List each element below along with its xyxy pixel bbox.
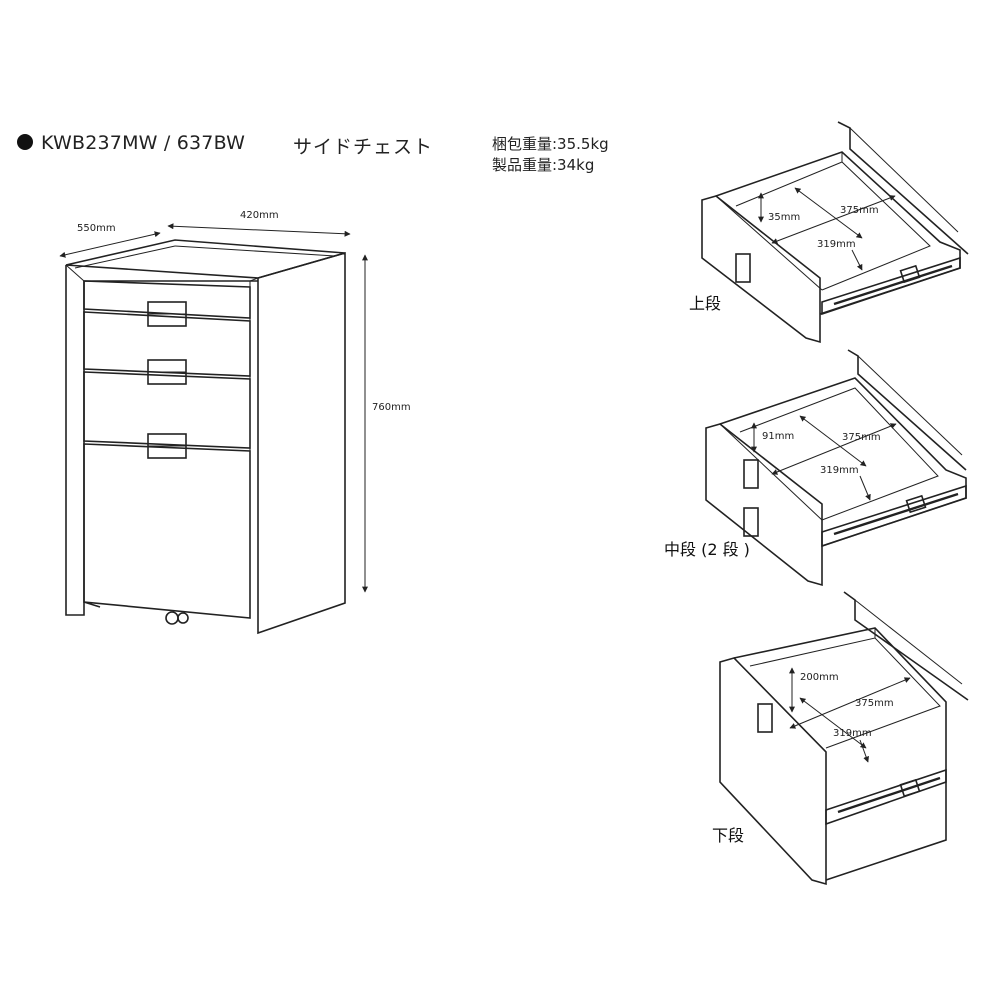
chest-width-label: 420mm: [240, 210, 279, 221]
chest-height-label: 760mm: [372, 402, 411, 413]
drawer-bottom-label: 下段: [712, 826, 745, 845]
model-number-text: KWB237MW / 637BW: [41, 132, 246, 154]
weight-info: 梱包重量:35.5kg 製品重量:34kg: [492, 134, 609, 176]
drawer-bottom-depth-label: 375mm: [855, 698, 894, 709]
drawer-middle-width-label: 319mm: [820, 465, 859, 476]
drawer-middle-height-label: 91mm: [762, 431, 795, 442]
model-number: KWB237MW / 637BW: [17, 132, 245, 154]
product-name: サイドチェスト: [293, 136, 434, 158]
chest-illustration: [59, 223, 368, 635]
drawer-top-label: 上段: [689, 294, 722, 313]
drawer-top-depth-label: 375mm: [840, 205, 879, 216]
drawer-bottom-height-label: 200mm: [800, 672, 839, 683]
product-weight: 製品重量:34kg: [492, 156, 595, 174]
drawer-middle-depth-label: 375mm: [842, 432, 881, 443]
drawer-middle-illustration: [705, 349, 967, 587]
chest-depth-label: 550mm: [77, 223, 116, 234]
drawer-top-width-label: 319mm: [817, 239, 856, 250]
drawer-bottom-illustration: [719, 591, 969, 886]
package-weight: 梱包重量:35.5kg: [492, 135, 609, 153]
drawer-middle-label: 中段 (2 段 ): [664, 540, 750, 559]
drawer-top-height-label: 35mm: [768, 212, 801, 223]
bullet-icon: [17, 134, 33, 150]
drawer-bottom-width-label: 319mm: [833, 728, 872, 739]
drawer-top-illustration: [701, 121, 969, 344]
